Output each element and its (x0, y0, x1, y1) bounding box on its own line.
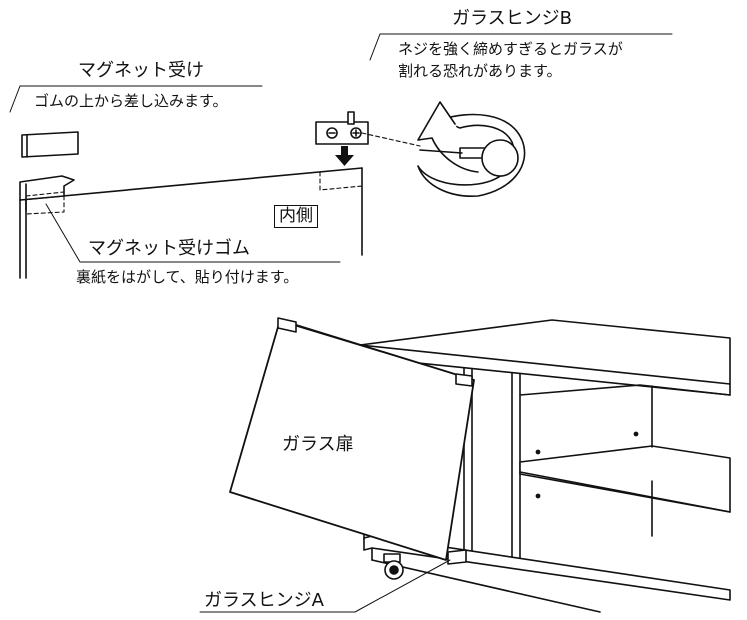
leader-magnet-receiver-tick (10, 86, 20, 112)
glass-door-label: ガラス扉 (282, 434, 354, 455)
magnet-receiver-note: ゴムの上から差し込みます。 (34, 92, 228, 110)
magnet-rubber-label: マグネット受けゴム (88, 238, 250, 259)
glass-hinge-a-part (448, 374, 472, 564)
glass-hinge-b-label: ガラスヒンジB (452, 8, 572, 29)
leader-glass-hinge-b-tick (370, 34, 380, 60)
screw-rotation-icon (418, 102, 525, 196)
leader-glass-hinge-a (200, 560, 450, 612)
glass-hinge-a-label: ガラスヒンジA (204, 590, 324, 611)
magnet-receiver-label: マグネット受け (78, 60, 204, 81)
leader-magnet-rubber (46, 204, 340, 262)
magnet-receiver-part (22, 132, 78, 157)
glass-hinge-b-part (316, 112, 420, 146)
glass-door-edge-upper (20, 168, 362, 278)
caster-wheel-icon (384, 554, 403, 579)
glass-door-panel (230, 318, 474, 560)
glass-hinge-b-note-line-1: ネジを強く締めすぎるとガラスが (398, 40, 623, 58)
inner-side-label: 内側 (274, 205, 318, 228)
magnet-rubber-note: 裏紙をはがして、貼り付けます。 (76, 268, 299, 286)
glass-hinge-b-note-line-2: 割れる恐れがあります。 (398, 62, 562, 80)
down-arrow-icon (335, 146, 354, 166)
